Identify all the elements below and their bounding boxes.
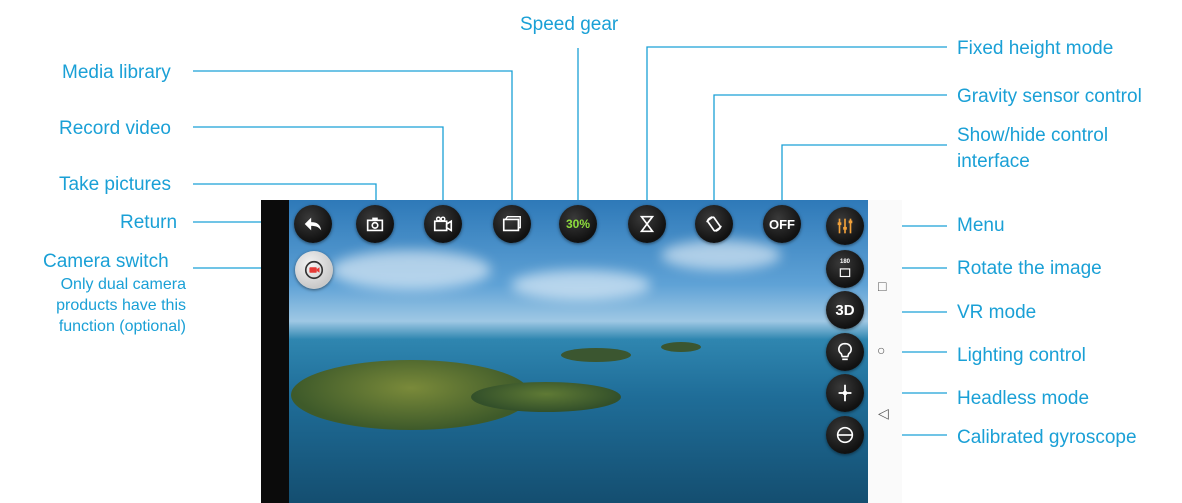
- camera-switch-icon: [304, 260, 324, 280]
- rotate-image-icon: [839, 267, 851, 277]
- take-picture-button[interactable]: [356, 205, 394, 243]
- camera-icon: [366, 217, 384, 232]
- sliders-icon: [837, 218, 853, 234]
- label-return: Return: [120, 212, 178, 233]
- gyroscope-icon: [836, 426, 854, 444]
- speed-value: 30%: [565, 217, 591, 231]
- label-take-pictures: Take pictures: [59, 174, 171, 195]
- record-video-button[interactable]: [424, 205, 462, 243]
- phone-bezel: [261, 200, 289, 503]
- back-arrow-icon: [304, 217, 322, 231]
- label-gravity-sensor-control: Gravity sensor control: [957, 86, 1142, 107]
- label-lighting-control: Lighting control: [957, 345, 1086, 366]
- label-speed-gear: Speed gear: [520, 14, 619, 35]
- video-camera-icon: [433, 216, 453, 232]
- line-fixed-height: [646, 46, 947, 212]
- hourglass-icon: [639, 215, 655, 233]
- cloud: [661, 240, 781, 270]
- label-rotate-image: Rotate the image: [957, 258, 1102, 279]
- label-headless-mode: Headless mode: [957, 388, 1090, 409]
- label-show-hide-control: Show/hide control: [957, 125, 1109, 146]
- island: [471, 382, 621, 412]
- label-media-library: Media library: [62, 62, 171, 83]
- display-toggle-text: OFF: [769, 216, 795, 232]
- android-nav-bar: □ ○ ◁: [868, 200, 902, 503]
- label-calibrated-gyroscope: Calibrated gyroscope: [957, 427, 1137, 448]
- rotate-image-button[interactable]: 180: [826, 250, 864, 288]
- label-vr-mode: VR mode: [957, 302, 1037, 323]
- line-gravity-sensor: [713, 94, 947, 212]
- island: [661, 342, 701, 352]
- label-menu: Menu: [957, 215, 1005, 236]
- island: [561, 348, 631, 362]
- speed-gear-button[interactable]: 30%: [559, 205, 597, 243]
- headless-mode-button[interactable]: [826, 374, 864, 412]
- show-hide-control-button[interactable]: OFF: [763, 205, 801, 243]
- recent-apps-icon[interactable]: □: [878, 278, 887, 294]
- folder-icon: [502, 215, 521, 232]
- line-media-library: [193, 70, 513, 212]
- vr-mode-button[interactable]: 3D: [826, 291, 864, 329]
- label-fixed-height-mode: Fixed height mode: [957, 38, 1114, 59]
- lighting-control-button[interactable]: [826, 333, 864, 371]
- vr-label: 3D: [835, 301, 855, 319]
- gravity-sensor-button[interactable]: [695, 205, 733, 243]
- cloud: [511, 270, 651, 300]
- headless-mode-icon: [838, 384, 852, 402]
- line-show-hide: [781, 144, 947, 212]
- label-camera-switch-note: Only dual camera products have this func…: [56, 276, 186, 335]
- fixed-height-button[interactable]: [628, 205, 666, 243]
- camera-switch-button[interactable]: [295, 251, 333, 289]
- camera-preview-screen: [261, 200, 868, 503]
- line-record-video: [193, 126, 444, 212]
- rotate-badge: 180: [839, 258, 850, 265]
- cloud: [331, 250, 491, 290]
- label-record-video: Record video: [59, 118, 171, 139]
- calibrate-gyroscope-button[interactable]: [826, 416, 864, 454]
- label-show-hide-interface: interface: [957, 151, 1030, 172]
- menu-button[interactable]: [826, 207, 864, 245]
- phone-tilt-icon: [706, 216, 722, 232]
- label-camera-switch: Camera switch: [43, 251, 169, 272]
- return-button[interactable]: [294, 205, 332, 243]
- light-bulb-icon: [837, 342, 853, 361]
- home-icon[interactable]: ○: [877, 342, 886, 358]
- back-icon[interactable]: ◁: [878, 405, 889, 421]
- media-library-button[interactable]: [493, 205, 531, 243]
